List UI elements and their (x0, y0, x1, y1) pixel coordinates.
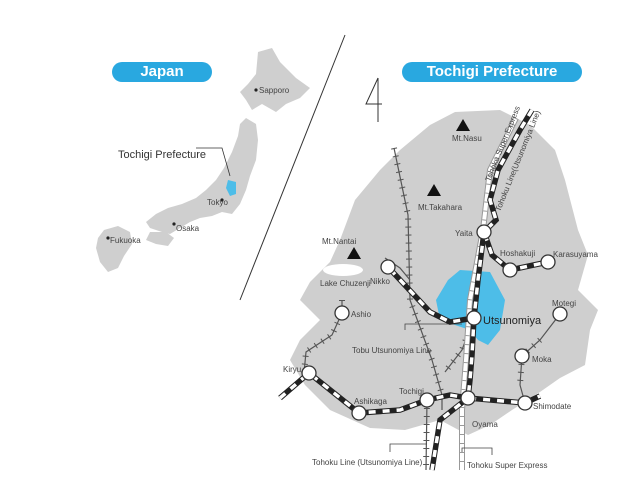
mountain-label-nasu: Mt.Nasu (452, 134, 482, 143)
mountain-icon (347, 247, 361, 259)
mountain-icons (347, 119, 470, 259)
shinkansen-line (459, 116, 519, 470)
station-label-tochigi: Tochigi (399, 387, 424, 396)
station-yaita[interactable] (476, 224, 492, 240)
station-label-yaita: Yaita (455, 229, 473, 238)
mountain-label-takahara: Mt.Takahara (418, 203, 463, 212)
city-label-tokyo: Tokyo (207, 198, 228, 207)
station-label-ashio: Ashio (351, 310, 372, 319)
station-moka[interactable] (514, 348, 530, 364)
north-arrow-icon (365, 77, 382, 122)
lake-label: Lake Chuzenji (320, 279, 371, 288)
mountain-icon (456, 119, 470, 131)
station-motegi[interactable] (552, 306, 568, 322)
station-oyama[interactable] (460, 390, 476, 406)
station-label-shimodate: Shimodate (533, 402, 572, 411)
station-label-karasuyama: Karasuyama (553, 250, 598, 259)
line-label-shinkansen-bottom: Tohoku Super Express (467, 461, 548, 470)
tochigi-highlight (226, 180, 236, 196)
mountain-label-nantai: Mt.Nantai (322, 237, 356, 246)
station-ashio[interactable] (334, 305, 350, 321)
station-label-utsunomiya: Utsunomiya (483, 315, 542, 327)
station-label-hoshakuji: Hoshakuji (500, 249, 535, 258)
city-label-sapporo: Sapporo (259, 86, 290, 95)
station-label-ashikaga: Ashikaga (354, 397, 387, 406)
tochigi-label: Tochigi Prefecture (118, 149, 206, 161)
line-label-tobu: Tobu Utsunomiya Line (352, 346, 432, 355)
station-ashikaga[interactable] (351, 405, 367, 421)
station-shimodate[interactable] (517, 395, 533, 411)
station-nikko[interactable] (380, 259, 396, 275)
station-kiryu[interactable] (301, 365, 317, 381)
city-label-fukuoka: Fukuoka (110, 236, 141, 245)
leader-line (461, 447, 493, 455)
city-label-osaka: Osaka (176, 224, 200, 233)
station-label-kiryu: Kiryu (283, 365, 301, 374)
leader-line (196, 147, 231, 177)
station-label-motegi: Motegi (552, 299, 576, 308)
leader-line (389, 443, 427, 452)
mountain-icon (427, 184, 441, 196)
divider-line (239, 34, 346, 301)
station-label-nikko: Nikko (370, 277, 391, 286)
leader-line (404, 323, 462, 330)
japan-map (96, 48, 310, 272)
station-label-oyama: Oyama (472, 420, 498, 429)
tochigi-title-badge: Tochigi Prefecture (402, 62, 582, 82)
station-hoshakuji[interactable] (502, 262, 518, 278)
lake-chuzenji (323, 264, 363, 276)
japan-title-badge: Japan (112, 62, 212, 82)
station-utsunomiya[interactable] (466, 310, 482, 326)
station-label-moka: Moka (532, 355, 552, 364)
line-label-tohoku-bottom: Tohoku Line (Utsunomiya Line) (312, 458, 423, 467)
